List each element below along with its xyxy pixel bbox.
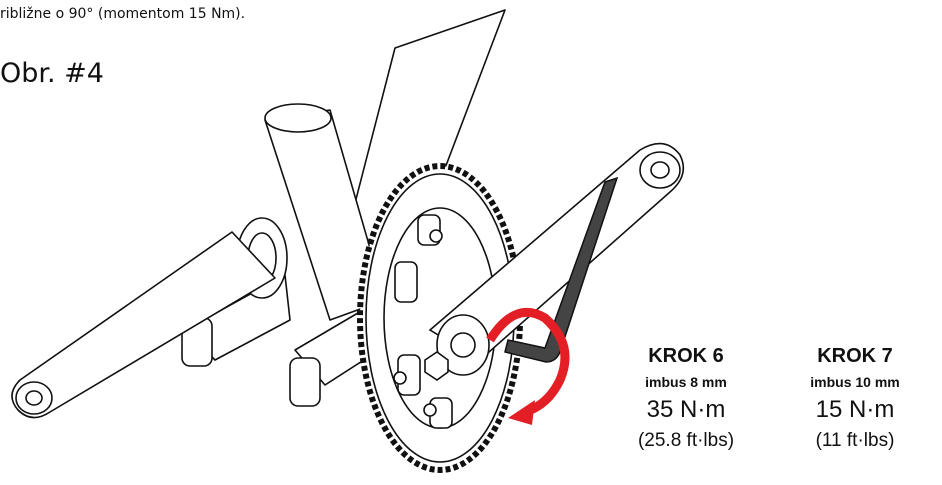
rotation-arrow-head — [508, 400, 535, 425]
instruction-text: ribližne o 90° (momentom 15 Nm). — [0, 6, 246, 22]
step-7-callout: KROK 7 imbus 10 mm 15 N·m (11 ft·lbs) — [780, 345, 930, 452]
down-tube-end — [264, 103, 332, 133]
step-6-tool: imbus 8 mm — [645, 374, 727, 390]
step-6-callout: KROK 6 imbus 8 mm 35 N·m (25.8 ft·lbs) — [611, 345, 761, 452]
step-6-torque: 35 N·m — [646, 396, 726, 423]
chainring — [357, 163, 523, 473]
step-7-torque: 15 N·m — [815, 396, 895, 423]
step-7-title: KROK 7 — [817, 345, 893, 367]
left-crank-arm — [11, 231, 276, 419]
step-6-imperial: (25.8 ft·lbs) — [637, 430, 735, 451]
step-7-tool: imbus 10 mm — [810, 374, 900, 390]
step-7-imperial: (11 ft·lbs) — [815, 430, 895, 451]
rotation-arrow — [486, 307, 570, 417]
hex-wrench — [504, 176, 619, 363]
chainstay-right-end — [289, 357, 321, 407]
step-6-title: KROK 6 — [648, 345, 724, 367]
figure-label: Obr. #4 — [0, 58, 104, 89]
right-crank-arm — [428, 142, 685, 361]
